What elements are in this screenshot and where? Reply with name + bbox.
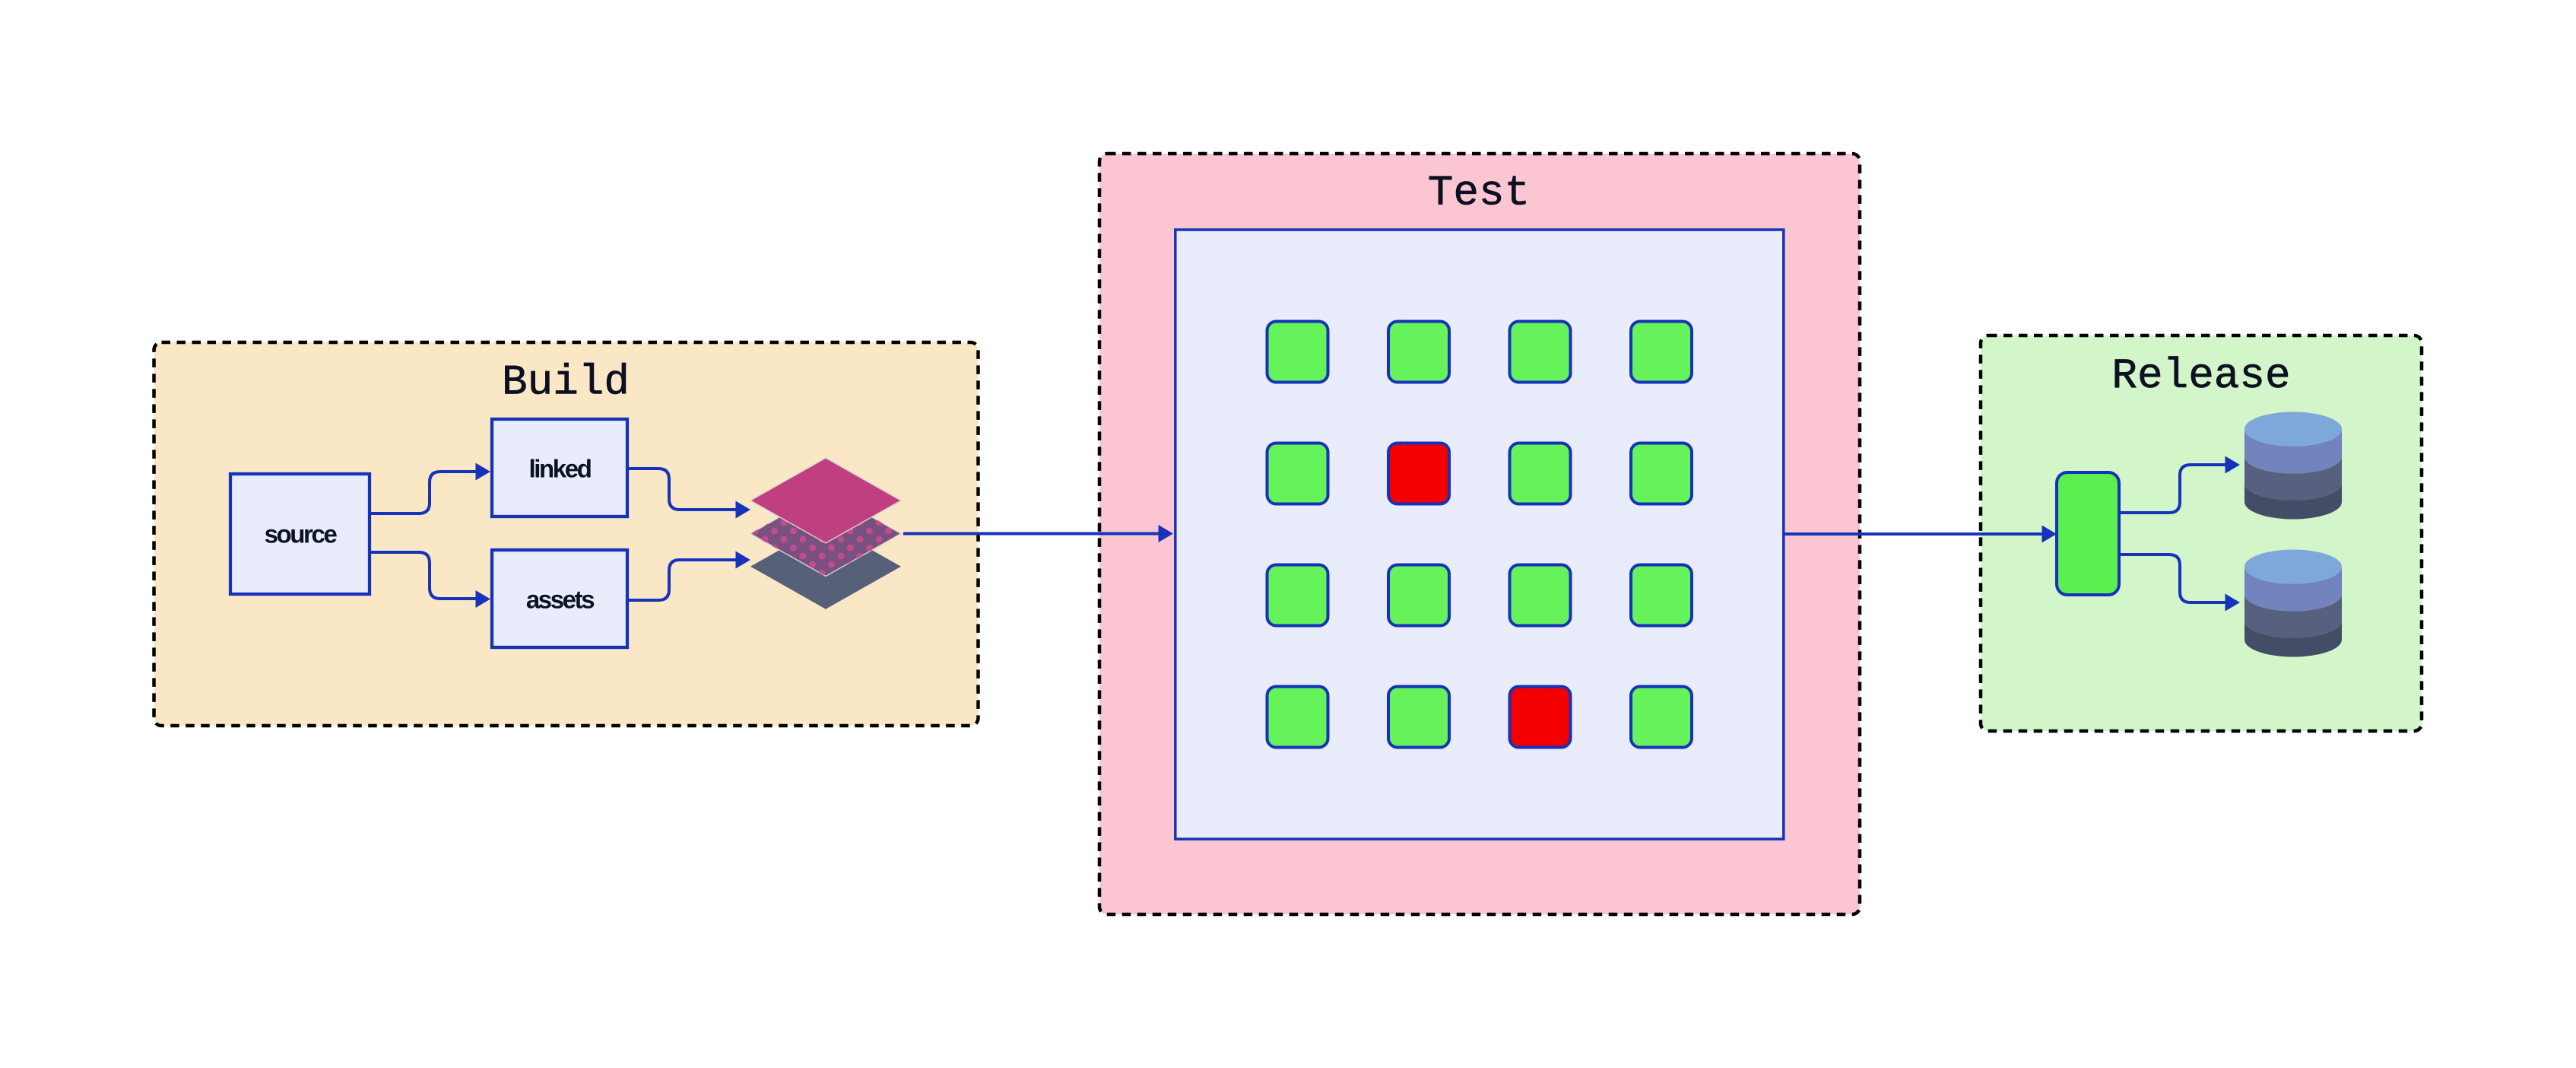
- svg-text:source: source: [265, 520, 338, 548]
- svg-text:assets: assets: [526, 586, 594, 614]
- svg-text:Build: Build: [502, 358, 630, 407]
- svg-text:Release: Release: [2111, 351, 2290, 400]
- svg-text:Test: Test: [1428, 169, 1530, 218]
- svg-text:linked: linked: [529, 455, 591, 483]
